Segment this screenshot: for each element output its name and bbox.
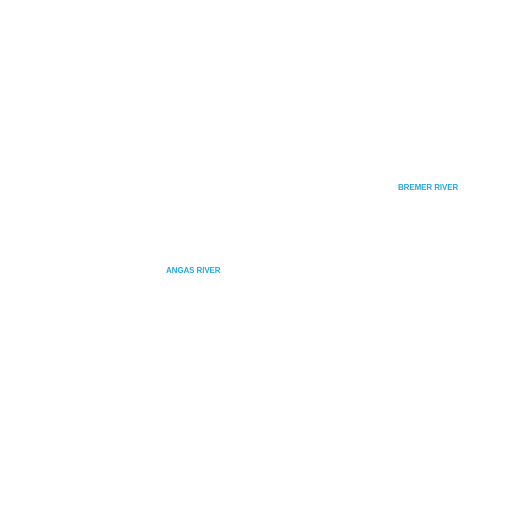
river-label-angas: ANGAS RIVER — [166, 266, 221, 275]
river-label-bremer: BREMER RIVER — [398, 183, 459, 192]
